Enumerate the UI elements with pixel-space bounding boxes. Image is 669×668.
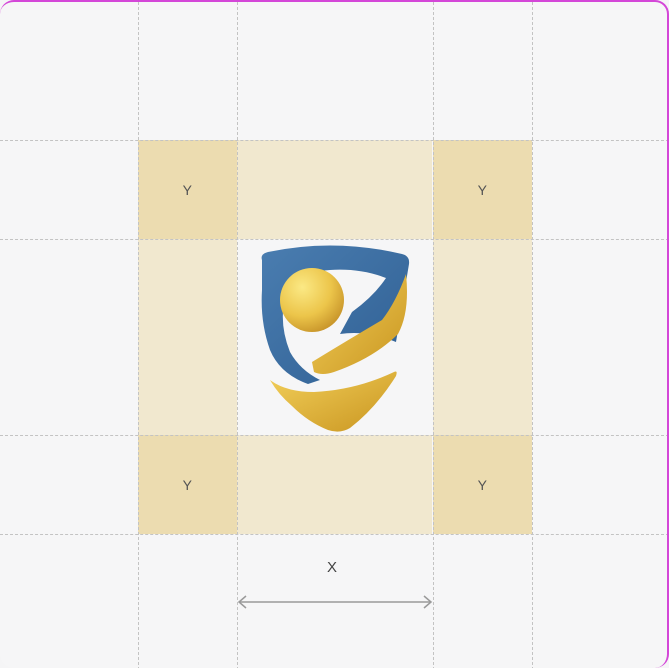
grid-line <box>532 2 533 668</box>
corner-label: Y <box>182 476 193 493</box>
grid-line <box>237 2 238 668</box>
width-label: X <box>327 559 338 576</box>
corner-top-left: Y <box>138 140 237 239</box>
corner-label: Y <box>182 181 193 198</box>
corner-bottom-left: Y <box>138 435 237 534</box>
shield-logo-icon <box>261 245 410 432</box>
grid-line <box>0 435 667 436</box>
corner-label: Y <box>477 181 488 198</box>
corner-label: Y <box>477 476 488 493</box>
clearspace-bottom-band <box>237 435 432 534</box>
clearspace-right-band <box>433 239 532 435</box>
grid-line <box>0 140 667 141</box>
corner-top-right: Y <box>433 140 532 239</box>
clearspace-top-band <box>237 140 432 239</box>
grid-line <box>0 534 667 535</box>
double-arrow-icon <box>237 595 433 609</box>
corner-bottom-right: Y <box>433 435 532 534</box>
grid-line <box>0 239 667 240</box>
grid-line <box>138 2 139 668</box>
grid-line <box>433 2 434 668</box>
clearspace-left-band <box>138 239 237 435</box>
